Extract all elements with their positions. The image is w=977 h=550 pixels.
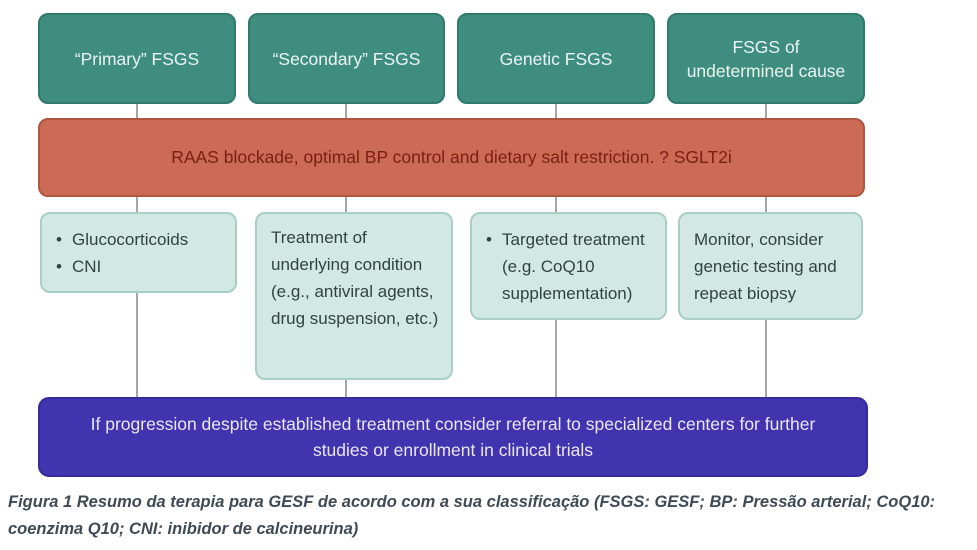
figure-caption: Figura 1 Resumo da terapia para GESF de … bbox=[8, 489, 970, 543]
classification-box-undetermined: FSGS of undetermined cause bbox=[667, 13, 865, 104]
treatment-box-secondary: Treatment of underlying condition (e.g.,… bbox=[255, 212, 453, 380]
treatment-item-label: Glucocorticoids bbox=[72, 229, 189, 249]
treatment-item: • Targeted treatment (e.g. CoQ10 supplem… bbox=[486, 226, 655, 307]
bullet-icon: • bbox=[486, 229, 492, 249]
treatment-text: Monitor, consider genetic testing and re… bbox=[694, 229, 837, 303]
figure-caption-line2: coenzima Q10; CNI: inibidor de calcineur… bbox=[8, 520, 359, 538]
treatment-box-primary: • Glucocorticoids • CNI bbox=[40, 212, 237, 293]
treatment-text: Treatment of underlying condition (e.g.,… bbox=[271, 228, 439, 328]
bullet-icon: • bbox=[56, 256, 62, 276]
treatment-box-undetermined: Monitor, consider genetic testing and re… bbox=[678, 212, 863, 320]
treatment-item: • Glucocorticoids bbox=[56, 226, 225, 253]
classification-box-primary: “Primary” FSGS bbox=[38, 13, 236, 104]
classification-box-secondary: “Secondary” FSGS bbox=[248, 13, 445, 104]
treatment-item-label: Targeted treatment (e.g. CoQ10 supplemen… bbox=[502, 229, 645, 303]
treatment-box-genetic: • Targeted treatment (e.g. CoQ10 supplem… bbox=[470, 212, 667, 320]
raas-therapy-bar: RAAS blockade, optimal BP control and di… bbox=[38, 118, 865, 197]
bullet-icon: • bbox=[56, 229, 62, 249]
figure-caption-line1: Figura 1 Resumo da terapia para GESF de … bbox=[8, 493, 936, 511]
referral-bar: If progression despite established treat… bbox=[38, 397, 868, 477]
treatment-item-label: CNI bbox=[72, 256, 102, 276]
treatment-item: • CNI bbox=[56, 253, 225, 280]
classification-box-genetic: Genetic FSGS bbox=[457, 13, 655, 104]
